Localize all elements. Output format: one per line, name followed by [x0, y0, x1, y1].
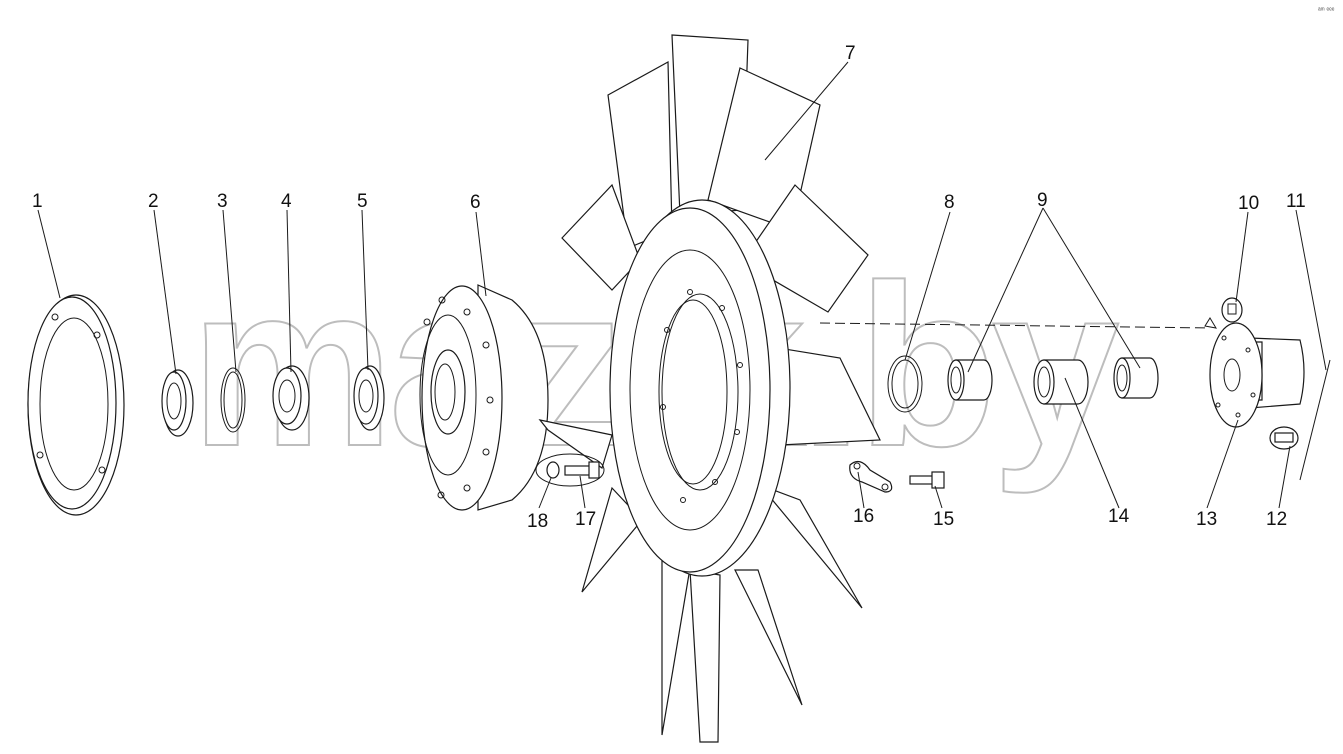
callout-8: 8: [944, 192, 955, 213]
callout-16: 16: [853, 506, 874, 527]
shaft-centerline: [819, 322, 1211, 329]
callout-5: 5: [357, 191, 368, 212]
part-16-lock-plate: [849, 460, 893, 493]
part-15-bolt: [909, 471, 945, 489]
part-13-shaft-hub: [1209, 322, 1305, 428]
callout-7: 7: [845, 43, 856, 64]
part-6-hub-housing: [419, 284, 549, 511]
part-12-bolt: [1269, 426, 1299, 450]
callout-13: 13: [1196, 509, 1217, 530]
part-3-retaining-ring: [220, 367, 246, 433]
part-9-needle-bearing-b: [1113, 357, 1159, 399]
part-2-seal: [161, 369, 194, 437]
callout-2: 2: [148, 191, 159, 212]
callout-10: 10: [1238, 193, 1259, 214]
callout-14: 14: [1108, 506, 1130, 527]
callout-6: 6: [470, 192, 481, 213]
callout-4: 4: [281, 191, 292, 212]
part-9-needle-bearing-a: [947, 359, 993, 401]
part-7-fan-blades: [538, 34, 881, 743]
callout-3: 3: [217, 191, 228, 212]
part-7-fan-disc: [609, 199, 791, 577]
callout-1: 1: [32, 191, 43, 212]
callout-15: 15: [933, 509, 954, 530]
corner-mark: ᵃᵐ ᵉᵉᵉ: [1318, 7, 1335, 14]
part-1-flange-ring: [27, 294, 125, 516]
part-14-sleeve: [1033, 359, 1089, 405]
callout-11: 11: [1286, 191, 1306, 212]
part-5-bearing: [353, 365, 385, 431]
callout-9: 9: [1037, 190, 1048, 211]
part-17-18-bolt-group: [535, 453, 605, 487]
part-10-cap: [1204, 297, 1243, 329]
callout-17: 17: [575, 509, 596, 530]
leader-lines: [37, 61, 1327, 509]
callout-18: 18: [527, 511, 548, 532]
part-11-pin: [1299, 359, 1331, 481]
part-4-bearing: [272, 365, 310, 431]
callout-12: 12: [1266, 509, 1287, 530]
